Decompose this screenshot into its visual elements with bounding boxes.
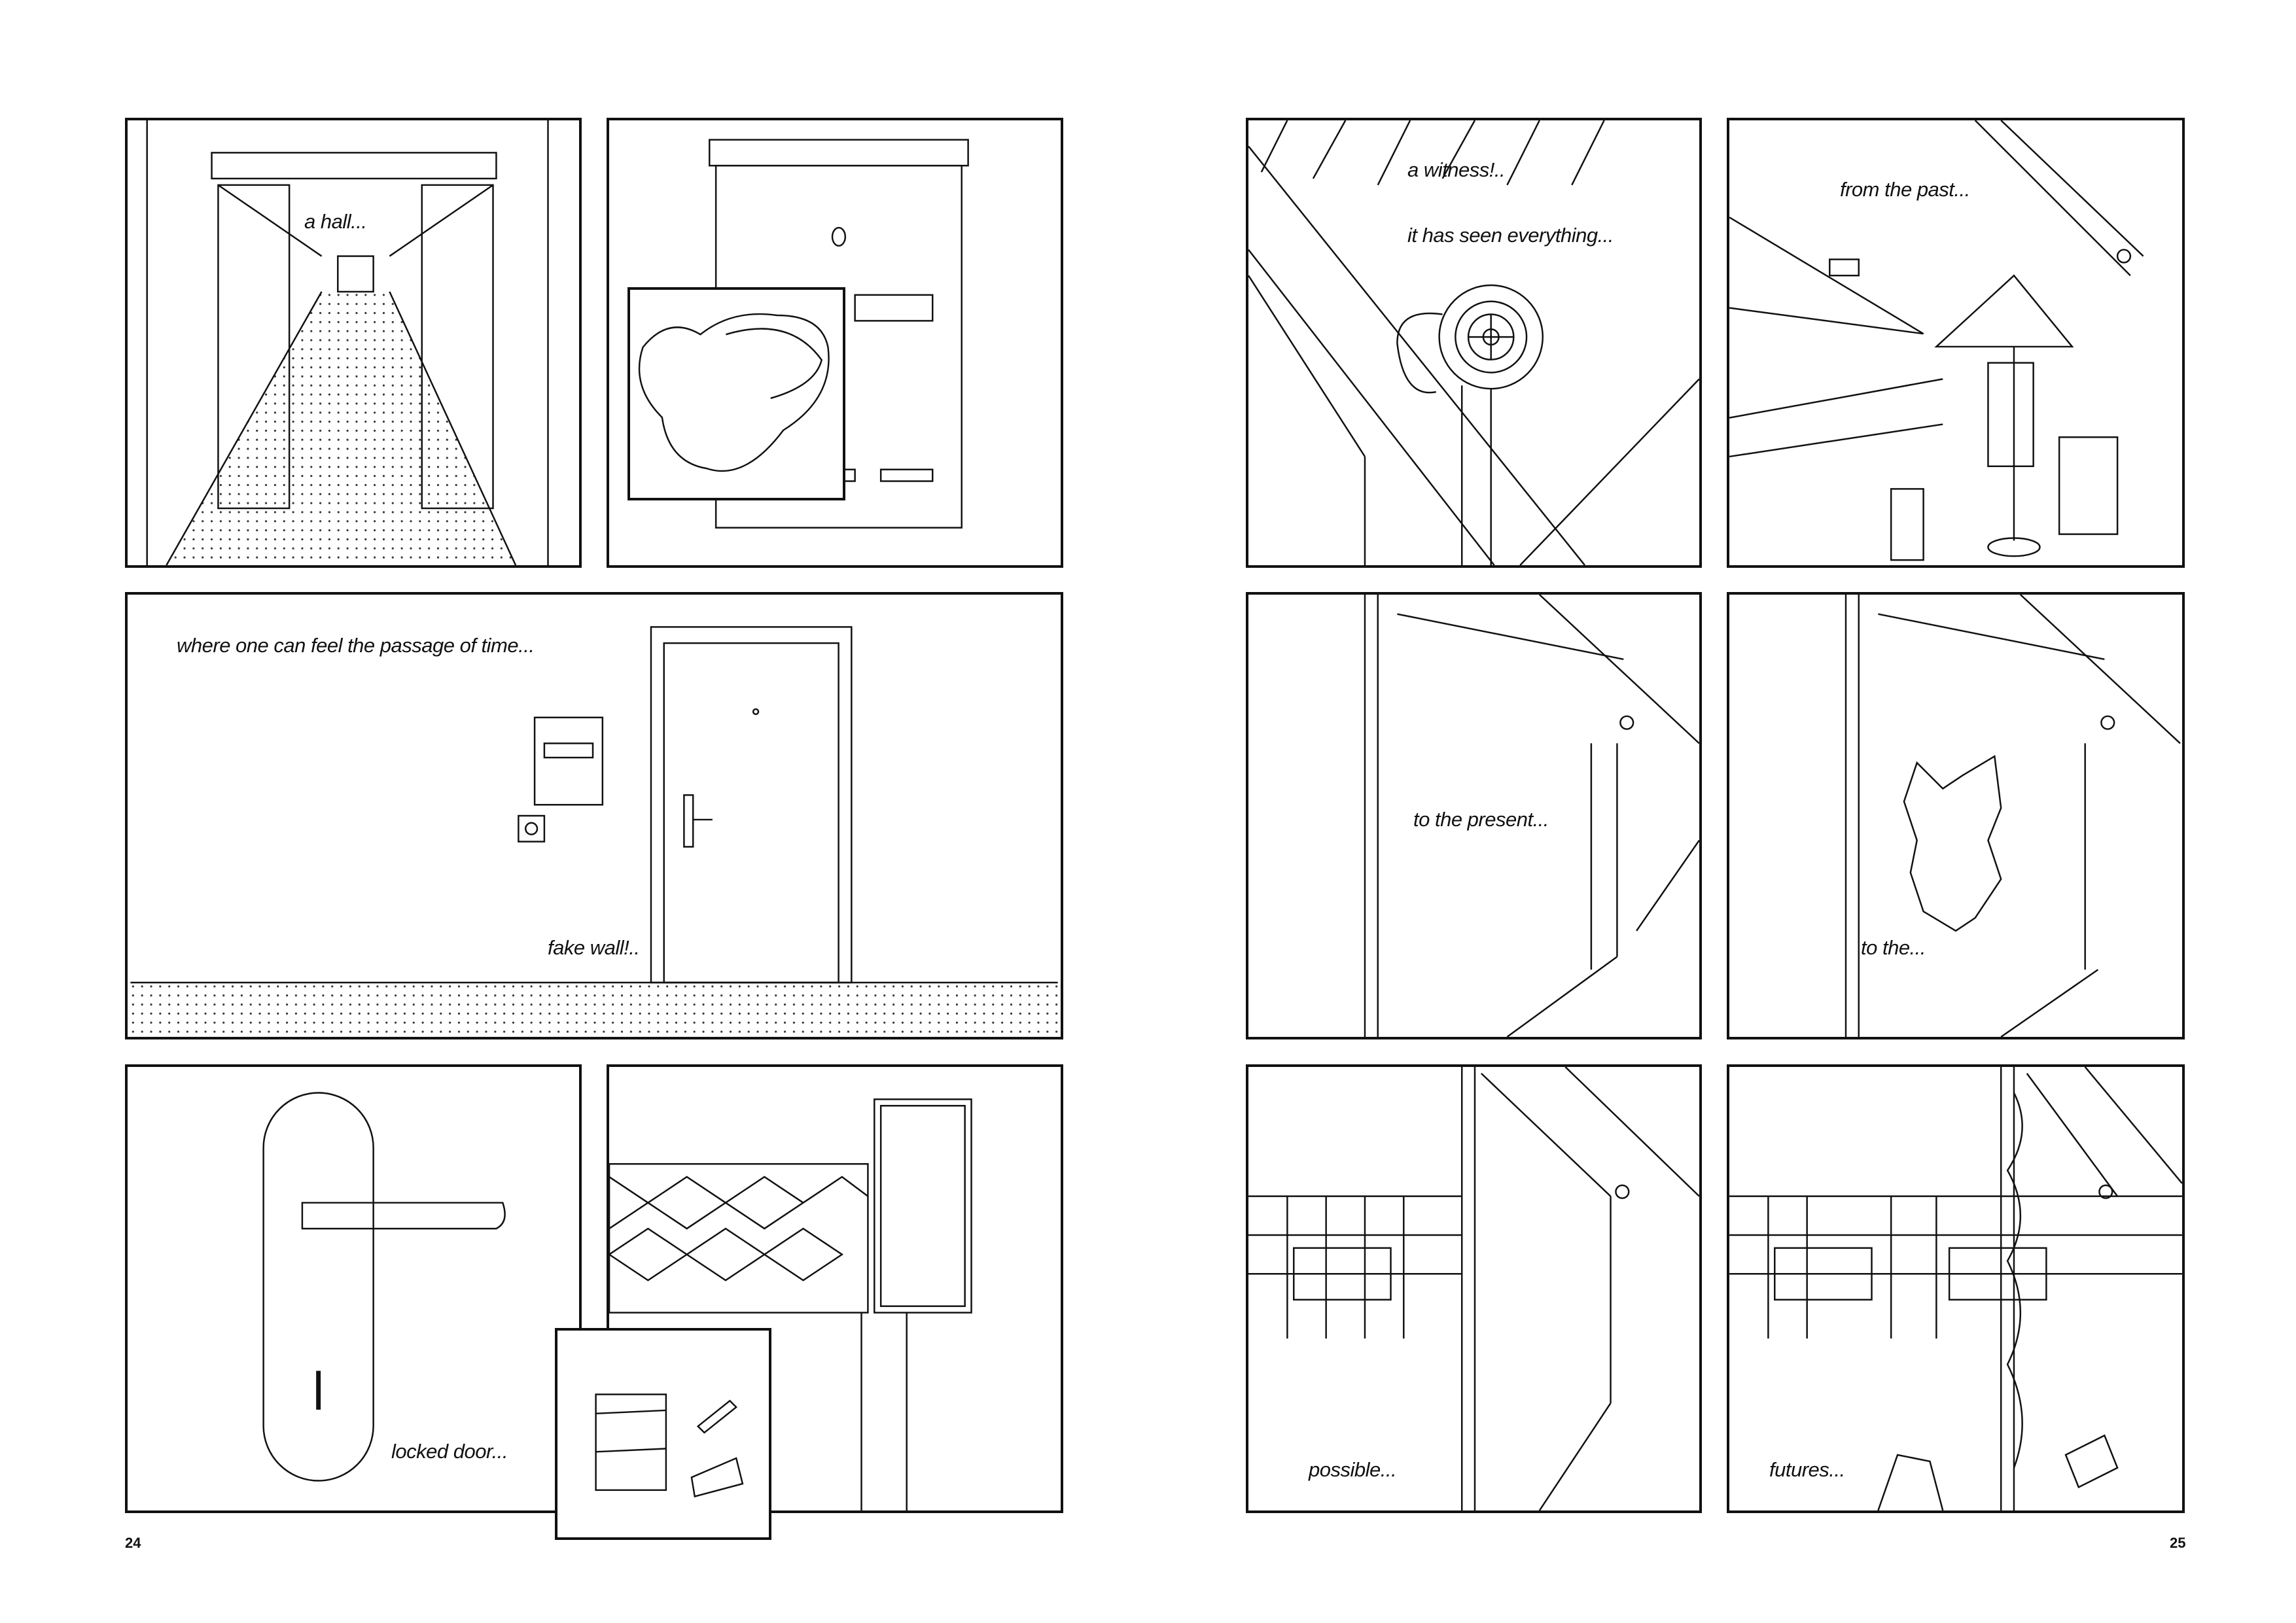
- panel-present-corridor: to the present...: [1246, 592, 1702, 1039]
- page-number-right: 25: [2170, 1535, 2186, 1551]
- page-number-left: 24: [125, 1535, 141, 1551]
- hall-corridor-drawing: [146, 120, 549, 565]
- caption: futures...: [1769, 1458, 1845, 1481]
- caption-seen-everything: it has seen everything...: [1407, 224, 1614, 247]
- panel-door-handle: locked door...: [125, 1064, 582, 1513]
- caption: a hall...: [304, 210, 367, 233]
- inset-panel-bag: [555, 1328, 771, 1540]
- panel-past-shop: from the past...: [1727, 118, 2185, 568]
- camera-closeup-drawing: [1248, 120, 1699, 565]
- panel-cracked-wall: to the...: [1727, 592, 2185, 1039]
- door-wall-drawing: [130, 626, 1058, 1037]
- inset-panel-trash: [627, 287, 845, 500]
- panel-camera-closeup: a witness!.. it has seen everything...: [1246, 118, 1702, 568]
- present-corridor-drawing: [1364, 595, 1699, 1037]
- caption: possible...: [1309, 1458, 1397, 1481]
- possible-hall-drawing: [1248, 1067, 1699, 1510]
- panel-possible-hall: possible...: [1246, 1064, 1702, 1513]
- panel-futures-ruin: futures...: [1727, 1064, 2185, 1513]
- cracked-wall-drawing: [1845, 595, 2181, 1037]
- panel-hall: a hall...: [125, 118, 582, 568]
- caption: locked door...: [391, 1440, 508, 1463]
- past-shop-drawing: [1729, 120, 2144, 561]
- futures-ruin-drawing: [1729, 1067, 2182, 1510]
- bag-and-key-drawing: [595, 1393, 744, 1498]
- caption: a witness!..: [1407, 158, 1506, 181]
- caption-fake-wall: fake wall!..: [548, 936, 640, 959]
- door-handle-drawing: [262, 1092, 506, 1482]
- panel-door-wall: where one can feel the passage of time..…: [125, 592, 1063, 1039]
- trash-bag-drawing: [638, 313, 830, 472]
- caption: where one can feel the passage of time..…: [177, 634, 535, 657]
- gate-drawing: [609, 1098, 972, 1510]
- caption: to the...: [1861, 936, 1926, 959]
- caption: to the present...: [1413, 808, 1549, 831]
- caption: from the past...: [1840, 178, 1970, 201]
